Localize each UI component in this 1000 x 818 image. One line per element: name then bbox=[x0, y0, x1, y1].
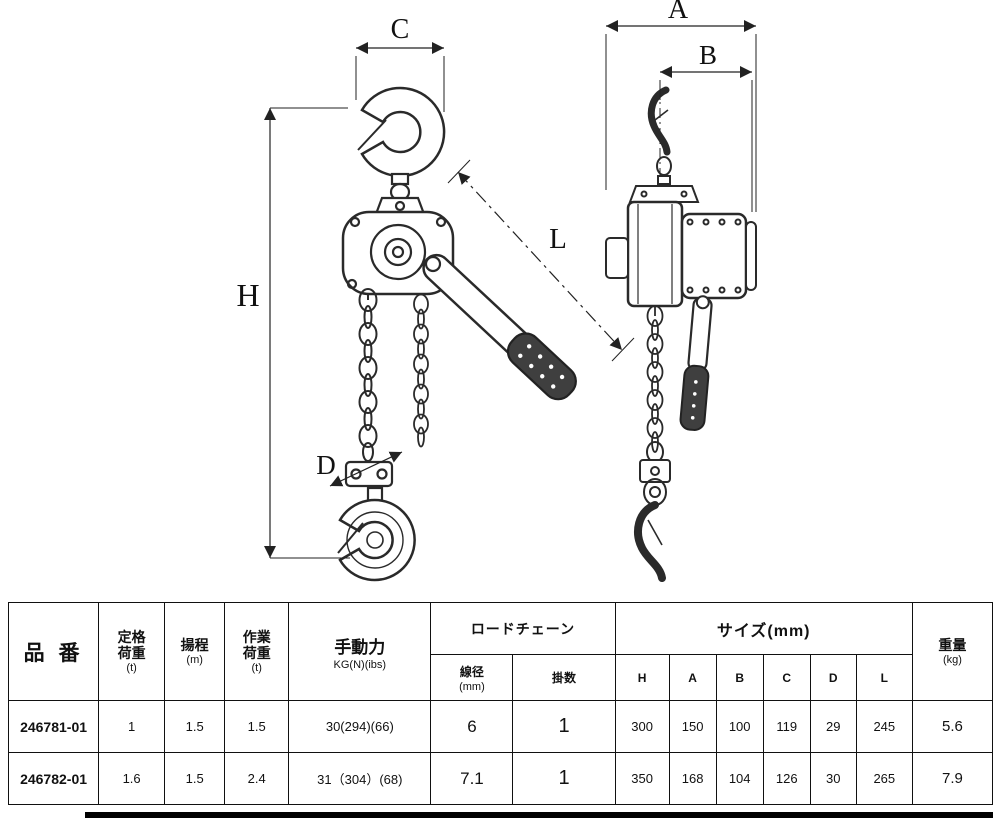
cell-size-b: 100 bbox=[715, 700, 764, 753]
col-header-wire-dia: 線径 (mm) bbox=[430, 654, 514, 701]
cell-part-no: 246781-01 bbox=[7, 700, 100, 753]
dimension-lines-side bbox=[605, 20, 757, 212]
cropped-next-section-bar bbox=[85, 812, 993, 818]
chain-tail-front bbox=[413, 293, 429, 448]
cell-size-d: 29 bbox=[809, 700, 857, 753]
cell-size-c: 126 bbox=[762, 752, 811, 805]
cell-falls: 1 bbox=[512, 752, 616, 805]
dim-label-a: A bbox=[668, 0, 689, 25]
col-header-weight: 重量 (kg) bbox=[911, 602, 994, 701]
hoist-technical-drawing: C H D L bbox=[236, 0, 757, 582]
col-header-size-a: A bbox=[668, 654, 717, 701]
dimension-lines-front bbox=[264, 42, 635, 559]
yoke-bolt bbox=[640, 190, 648, 198]
col-header-lift: 揚程 (m) bbox=[164, 602, 226, 701]
cell-working-load: 2.4 bbox=[224, 752, 290, 805]
spec-table: 品 番 定格 荷重 (t) 揚程 (m) 作業 荷重 (t) 手動力 KG(N)… bbox=[7, 602, 994, 805]
cell-wire-dia: 6 bbox=[430, 700, 514, 753]
cell-wire-dia: 7.1 bbox=[430, 752, 514, 805]
cell-rated-load: 1.6 bbox=[98, 752, 166, 805]
col-header-size: サイズ(mm) bbox=[614, 602, 913, 655]
cell-size-h: 300 bbox=[614, 700, 670, 753]
bottom-hook-side-icon bbox=[634, 441, 671, 582]
cell-size-h: 350 bbox=[614, 752, 670, 805]
col-header-falls: 掛数 bbox=[512, 654, 616, 701]
yoke-bolt bbox=[680, 190, 688, 198]
col-header-size-b: B bbox=[715, 654, 764, 701]
top-hook-side-icon bbox=[647, 86, 672, 185]
col-header-working-load: 作業 荷重 (t) bbox=[224, 602, 290, 701]
cell-size-a: 150 bbox=[668, 700, 717, 753]
col-header-size-c: C bbox=[762, 654, 811, 701]
cell-part-no: 246782-01 bbox=[7, 752, 100, 805]
table-row: 246781-01 1 1.5 1.5 30(294)(66) 6 1 300 … bbox=[7, 700, 994, 753]
cell-weight: 5.6 bbox=[911, 700, 994, 753]
col-header-part-no: 品 番 bbox=[7, 602, 100, 701]
cell-lift: 1.5 bbox=[164, 700, 226, 753]
lever-hoist-diagram: C H D L bbox=[236, 0, 757, 582]
suspension-yoke bbox=[628, 185, 700, 203]
top-hook-front-icon bbox=[357, 86, 446, 216]
load-chain-side bbox=[646, 305, 664, 453]
cell-size-b: 104 bbox=[715, 752, 764, 805]
lever-handle-front bbox=[422, 253, 577, 401]
cell-size-c: 119 bbox=[762, 700, 811, 753]
cell-weight: 7.9 bbox=[911, 752, 994, 805]
cell-falls: 1 bbox=[512, 700, 616, 753]
cell-manual-force: 31（304）(68) bbox=[288, 752, 432, 805]
dim-label-l: L bbox=[549, 223, 567, 255]
dim-label-b: B bbox=[699, 40, 717, 70]
hoist-body-side bbox=[605, 200, 757, 308]
side-view bbox=[605, 86, 757, 582]
col-header-load-chain: ロードチェーン bbox=[430, 602, 616, 655]
col-header-rated-load: 定格 荷重 (t) bbox=[98, 602, 166, 701]
dim-label-h: H bbox=[236, 277, 259, 313]
col-header-size-d: D bbox=[809, 654, 857, 701]
cell-lift: 1.5 bbox=[164, 752, 226, 805]
dim-label-c: C bbox=[391, 14, 410, 45]
cell-size-l: 265 bbox=[855, 752, 913, 805]
lever-pivot bbox=[424, 255, 442, 273]
front-view bbox=[337, 86, 577, 582]
bottom-hook-front-icon bbox=[337, 460, 416, 582]
dim-label-d: D bbox=[316, 450, 336, 480]
col-header-size-l: L bbox=[855, 654, 913, 701]
cell-size-d: 30 bbox=[809, 752, 857, 805]
col-header-size-h: H bbox=[614, 654, 670, 701]
cell-size-a: 168 bbox=[668, 752, 717, 805]
cell-working-load: 1.5 bbox=[224, 700, 290, 753]
lever-handle-side bbox=[679, 295, 713, 431]
cell-rated-load: 1 bbox=[98, 700, 166, 753]
cell-manual-force: 30(294)(66) bbox=[288, 700, 432, 753]
cell-size-l: 245 bbox=[855, 700, 913, 753]
table-row: 246782-01 1.6 1.5 2.4 31（304）(68) 7.1 1 … bbox=[7, 752, 994, 805]
load-chain-front bbox=[358, 288, 378, 462]
col-header-manual-force: 手動力 KG(N)(ibs) bbox=[288, 602, 432, 701]
